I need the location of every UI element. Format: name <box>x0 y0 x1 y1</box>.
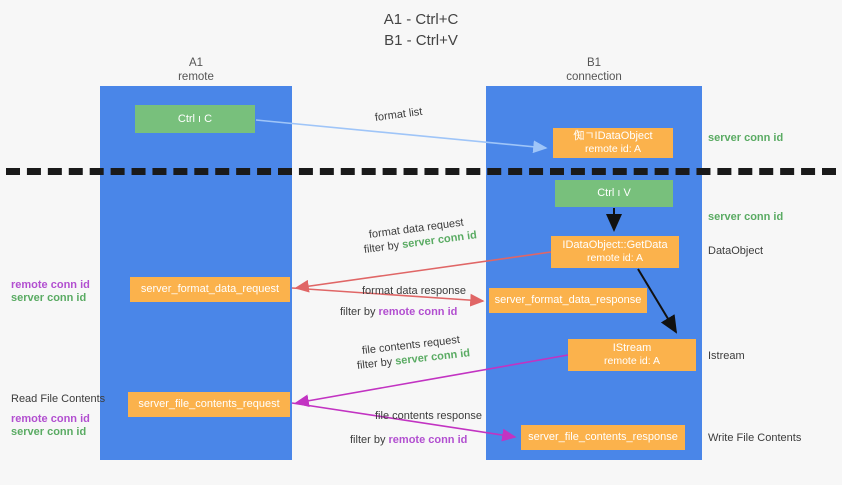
edge-label-file-contents-response-filter: filter by remote conn id <box>350 433 467 447</box>
edge-label-file-contents-response: file contents response <box>375 410 483 422</box>
filter-prefix: filter by <box>340 306 379 318</box>
filter-key-remote-conn-id: remote conn id <box>388 434 468 446</box>
node-ctrl-v[interactable]: Ctrl ı V <box>555 180 673 207</box>
annotation-read-file-contents: Read File Contents <box>11 393 106 405</box>
node-getdata-line-2: remote id: A <box>586 252 644 264</box>
node-server-file-contents-response[interactable]: server_file_contents_response <box>521 425 685 450</box>
node-idataobject[interactable]: 倁ㄱIDataObject remote id: A <box>553 128 673 158</box>
node-getdata[interactable]: IDataObject::GetData remote id: A <box>551 236 679 268</box>
lane-b1-title: B1 <box>586 57 602 69</box>
phase-divider <box>6 168 836 175</box>
lane-b1-subtitle: connection <box>566 71 622 83</box>
node-istream-line-1: IStream <box>612 342 652 354</box>
filter-prefix: filter by <box>363 239 403 256</box>
annotation-remote-conn-id-upper: remote conn id <box>11 279 90 291</box>
page-title: A1 - Ctrl+C B1 - Ctrl+V <box>0 9 842 51</box>
node-ctrl-c-label: Ctrl ı C <box>177 112 213 125</box>
annotation-server-conn-id-upper: server conn id <box>11 292 87 304</box>
filter-key-remote-conn-id: remote conn id <box>378 306 458 318</box>
node-server-format-data-response[interactable]: server_format_data_response <box>489 288 647 313</box>
filter-prefix: filter by <box>350 434 389 446</box>
node-server-file-contents-request[interactable]: server_file_contents_request <box>128 392 290 417</box>
edge-label-format-list: format list <box>374 105 424 124</box>
lane-a1-subtitle: remote <box>178 71 214 83</box>
edge-label-format-data-response: format data response <box>362 285 466 297</box>
lane-header-b1: B1 connection <box>486 56 702 84</box>
node-server-file-contents-request-label: server_file_contents_request <box>138 398 280 410</box>
annotation-istream: Istream <box>708 350 745 362</box>
node-server-file-contents-response-label: server_file_contents_response <box>528 431 678 443</box>
page-title-line-2: B1 - Ctrl+V <box>384 32 458 49</box>
page-title-line-1: A1 - Ctrl+C <box>383 11 459 28</box>
node-istream[interactable]: IStream remote id: A <box>568 339 696 371</box>
node-server-format-data-request-label: server_format_data_request <box>140 283 280 295</box>
annotation-server-conn-id-mid: server conn id <box>708 211 784 223</box>
annotation-server-conn-id-top: server conn id <box>708 132 784 144</box>
annotation-dataobject: DataObject <box>708 245 764 257</box>
lane-a1-title: A1 <box>188 57 204 69</box>
node-ctrl-c[interactable]: Ctrl ı C <box>135 105 255 133</box>
lane-header-a1: A1 remote <box>100 56 292 84</box>
annotation-server-conn-id-lower: server conn id <box>11 426 87 438</box>
node-server-format-data-request[interactable]: server_format_data_request <box>130 277 290 302</box>
node-server-format-data-response-label: server_format_data_response <box>494 294 642 306</box>
annotation-write-file-contents: Write File Contents <box>708 432 802 444</box>
filter-prefix: filter by <box>356 355 396 372</box>
edge-label-format-data-response-filter: filter by remote conn id <box>340 305 457 319</box>
node-idataobject-line-1: 倁ㄱIDataObject <box>573 130 653 142</box>
node-idataobject-line-2: remote id: A <box>584 143 642 155</box>
node-ctrl-v-label: Ctrl ı V <box>597 187 631 199</box>
node-getdata-line-1: IDataObject::GetData <box>562 239 668 251</box>
node-istream-line-2: remote id: A <box>603 355 661 367</box>
annotation-remote-conn-id-lower: remote conn id <box>11 413 90 425</box>
